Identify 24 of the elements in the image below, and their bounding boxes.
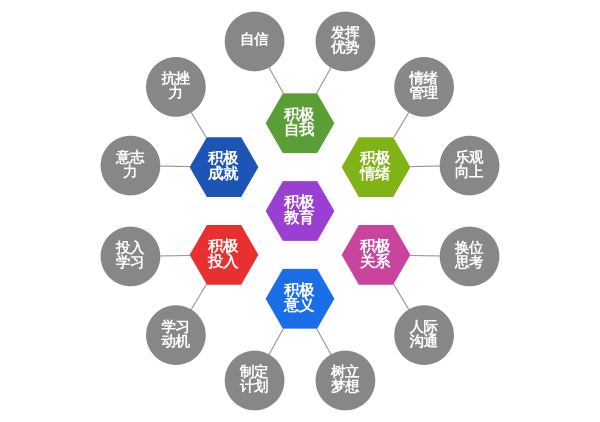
connector [316, 67, 332, 94]
connector [160, 165, 190, 168]
connector [410, 165, 440, 168]
node-circle: 换位思考 [440, 226, 500, 286]
connector [190, 112, 207, 138]
node-circle: 人际沟通 [394, 305, 454, 365]
node-circle: 学习动机 [146, 305, 206, 365]
connector [393, 112, 410, 138]
connector [160, 254, 190, 257]
node-circle: 情绪管理 [394, 57, 454, 117]
connector [190, 284, 207, 310]
connector [393, 284, 410, 310]
connector [410, 254, 440, 257]
node-circle: 自信 [224, 12, 284, 72]
node-circle: 制定计划 [224, 350, 284, 410]
node-circle: 乐观向上 [440, 136, 500, 196]
connector [268, 67, 284, 94]
node-circle: 投入学习 [100, 226, 160, 286]
node-circle: 意志力 [100, 136, 160, 196]
node-circle: 树立梦想 [316, 350, 376, 410]
connector [316, 328, 332, 355]
node-circle: 抗挫力 [146, 57, 206, 117]
node-circle: 发挥优势 [316, 12, 376, 72]
connector [268, 328, 284, 355]
